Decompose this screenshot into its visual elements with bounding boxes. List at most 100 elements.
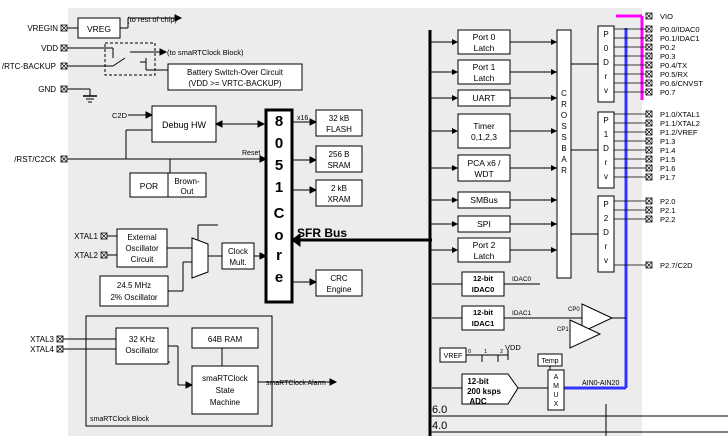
peripheral-arrow	[452, 95, 458, 101]
memory-block	[315, 109, 363, 137]
crossbar-arrow	[551, 247, 557, 253]
memory-label-1: 256 B	[329, 150, 350, 159]
rtc-sm-label-2: State	[216, 386, 235, 395]
pin-pad-cross	[645, 146, 653, 154]
port-driver-letter: P	[603, 200, 608, 209]
vref-tap-0: 0	[468, 349, 471, 355]
pin-pad-cross	[645, 197, 653, 205]
pin-vio: VIO	[645, 12, 673, 21]
crossbar-letter: S	[561, 133, 566, 142]
battery-switch-sublabel: (VDD >= VRTC-BACKUP)	[188, 79, 282, 88]
analog-section	[432, 271, 626, 411]
pin-label-xtal4: XTAL4	[30, 345, 54, 354]
amux-block	[547, 369, 565, 411]
version-line-1: 6.0	[432, 404, 447, 416]
power-section	[67, 14, 303, 103]
pin-label: P0.7	[660, 88, 675, 97]
pin-pad-cross	[645, 52, 653, 60]
pin-xtal3: XTAL3	[30, 335, 64, 344]
crossbar-arrow	[551, 39, 557, 45]
rtc-sm-label-3: Machine	[210, 398, 241, 407]
pin-pad-cross	[645, 34, 653, 42]
pin-label: P1.5	[660, 155, 675, 164]
pin-label-rst-c2ck: /RST/C2CK	[14, 155, 56, 164]
peripheral-label-2: Latch	[474, 43, 495, 53]
port-driver-letter: r	[605, 242, 608, 251]
crossbar-arrow	[551, 128, 557, 134]
crossbar-arrow	[551, 165, 557, 171]
debug-hw-block	[151, 105, 217, 143]
pin-pad-cross	[645, 70, 653, 78]
rtc-state-machine-block	[191, 365, 259, 415]
pin-vdd: VDD	[41, 44, 68, 53]
peripheral-block	[457, 59, 511, 85]
peripheral-block	[457, 154, 511, 182]
idac1-block	[461, 305, 505, 331]
peripheral-label-1: SPI	[477, 219, 491, 229]
amux-letter: U	[553, 392, 558, 399]
clock-mult-block	[221, 242, 255, 270]
crossbar-letter: A	[561, 155, 567, 164]
crossbar-block	[556, 29, 572, 279]
ext-osc-label-2: Oscillator	[125, 244, 159, 253]
core-letter: r	[276, 247, 282, 264]
core-letter: 1	[275, 179, 283, 196]
crossbar-letter: S	[561, 122, 566, 131]
port-driver-letter: v	[604, 86, 608, 95]
peripheral-arrow	[452, 39, 458, 45]
pin-pad-cross	[645, 155, 653, 163]
core-letter: e	[275, 269, 283, 286]
memory-label-2: Engine	[327, 285, 352, 294]
ext-osc-block	[116, 228, 168, 268]
pin-pad-cross	[645, 206, 653, 214]
pin-vrtc-backup: /RTC-BACKUP	[2, 62, 68, 71]
crossbar-letter: R	[561, 166, 567, 175]
pin-pad-cross	[645, 261, 653, 269]
pin-xtal1: XTAL1	[74, 232, 108, 241]
peripheral-label-1: Timer	[473, 121, 495, 131]
smartclock-section	[63, 315, 338, 427]
clock-mult-label-1: Clock	[228, 247, 249, 256]
adc-label-1: 12-bit	[467, 377, 489, 386]
rtc-alarm-label: smaRTClock Alarm	[266, 380, 326, 387]
pin-label: P0.4/TX	[660, 61, 687, 70]
pin-xtal4: XTAL4	[30, 345, 64, 354]
por-label: POR	[140, 181, 158, 191]
vref-tap-2: 2	[500, 349, 503, 355]
pin-pad-cross	[645, 61, 653, 69]
memory-label-2: SRAM	[327, 161, 350, 170]
analog-bus	[564, 28, 628, 390]
port-driver-letter: 2	[604, 214, 609, 223]
crossbar-arrow	[551, 197, 557, 203]
core-letter: 5	[275, 157, 283, 174]
peripheral-label-1: SMBus	[470, 195, 497, 205]
rtc-osc-label-1: 32 KHz	[129, 335, 155, 344]
port-driver-letter: P	[603, 116, 608, 125]
vref-tap-1: 1	[484, 349, 487, 355]
pin-label: P0.0/IDAC0	[660, 25, 700, 34]
peripheral-label-2: Latch	[474, 73, 495, 83]
right-pins: P0.0/IDAC0P0.1/IDAC1P0.2P0.3P0.4/TXP0.5/…	[614, 25, 703, 270]
pin-label-vregin: VREGIN	[27, 24, 58, 33]
peripheral-block	[457, 29, 511, 55]
vdd-analog-label: VDD	[505, 343, 521, 352]
pin-label: P1.4	[660, 146, 675, 155]
pin-label-vdd: VDD	[41, 44, 58, 53]
pin-pad-cross	[645, 88, 653, 96]
rtc-ram-block	[191, 327, 259, 349]
peripheral-label-1: Port 1	[473, 62, 496, 72]
pin-vregin: VREGIN	[27, 24, 68, 33]
cp1-comparator	[569, 319, 602, 349]
version-lines: 6.0 4.0	[430, 404, 728, 436]
port-driver-letter: 1	[604, 130, 609, 139]
peripheral-block	[457, 237, 511, 263]
peripheral-arrow	[452, 197, 458, 203]
pin-pad-cross	[645, 119, 653, 127]
clock-mult-label-2: Mult.	[229, 258, 246, 267]
crossbar-letter: C	[561, 89, 567, 98]
memory-block	[315, 179, 363, 207]
int-osc-block	[99, 275, 169, 307]
